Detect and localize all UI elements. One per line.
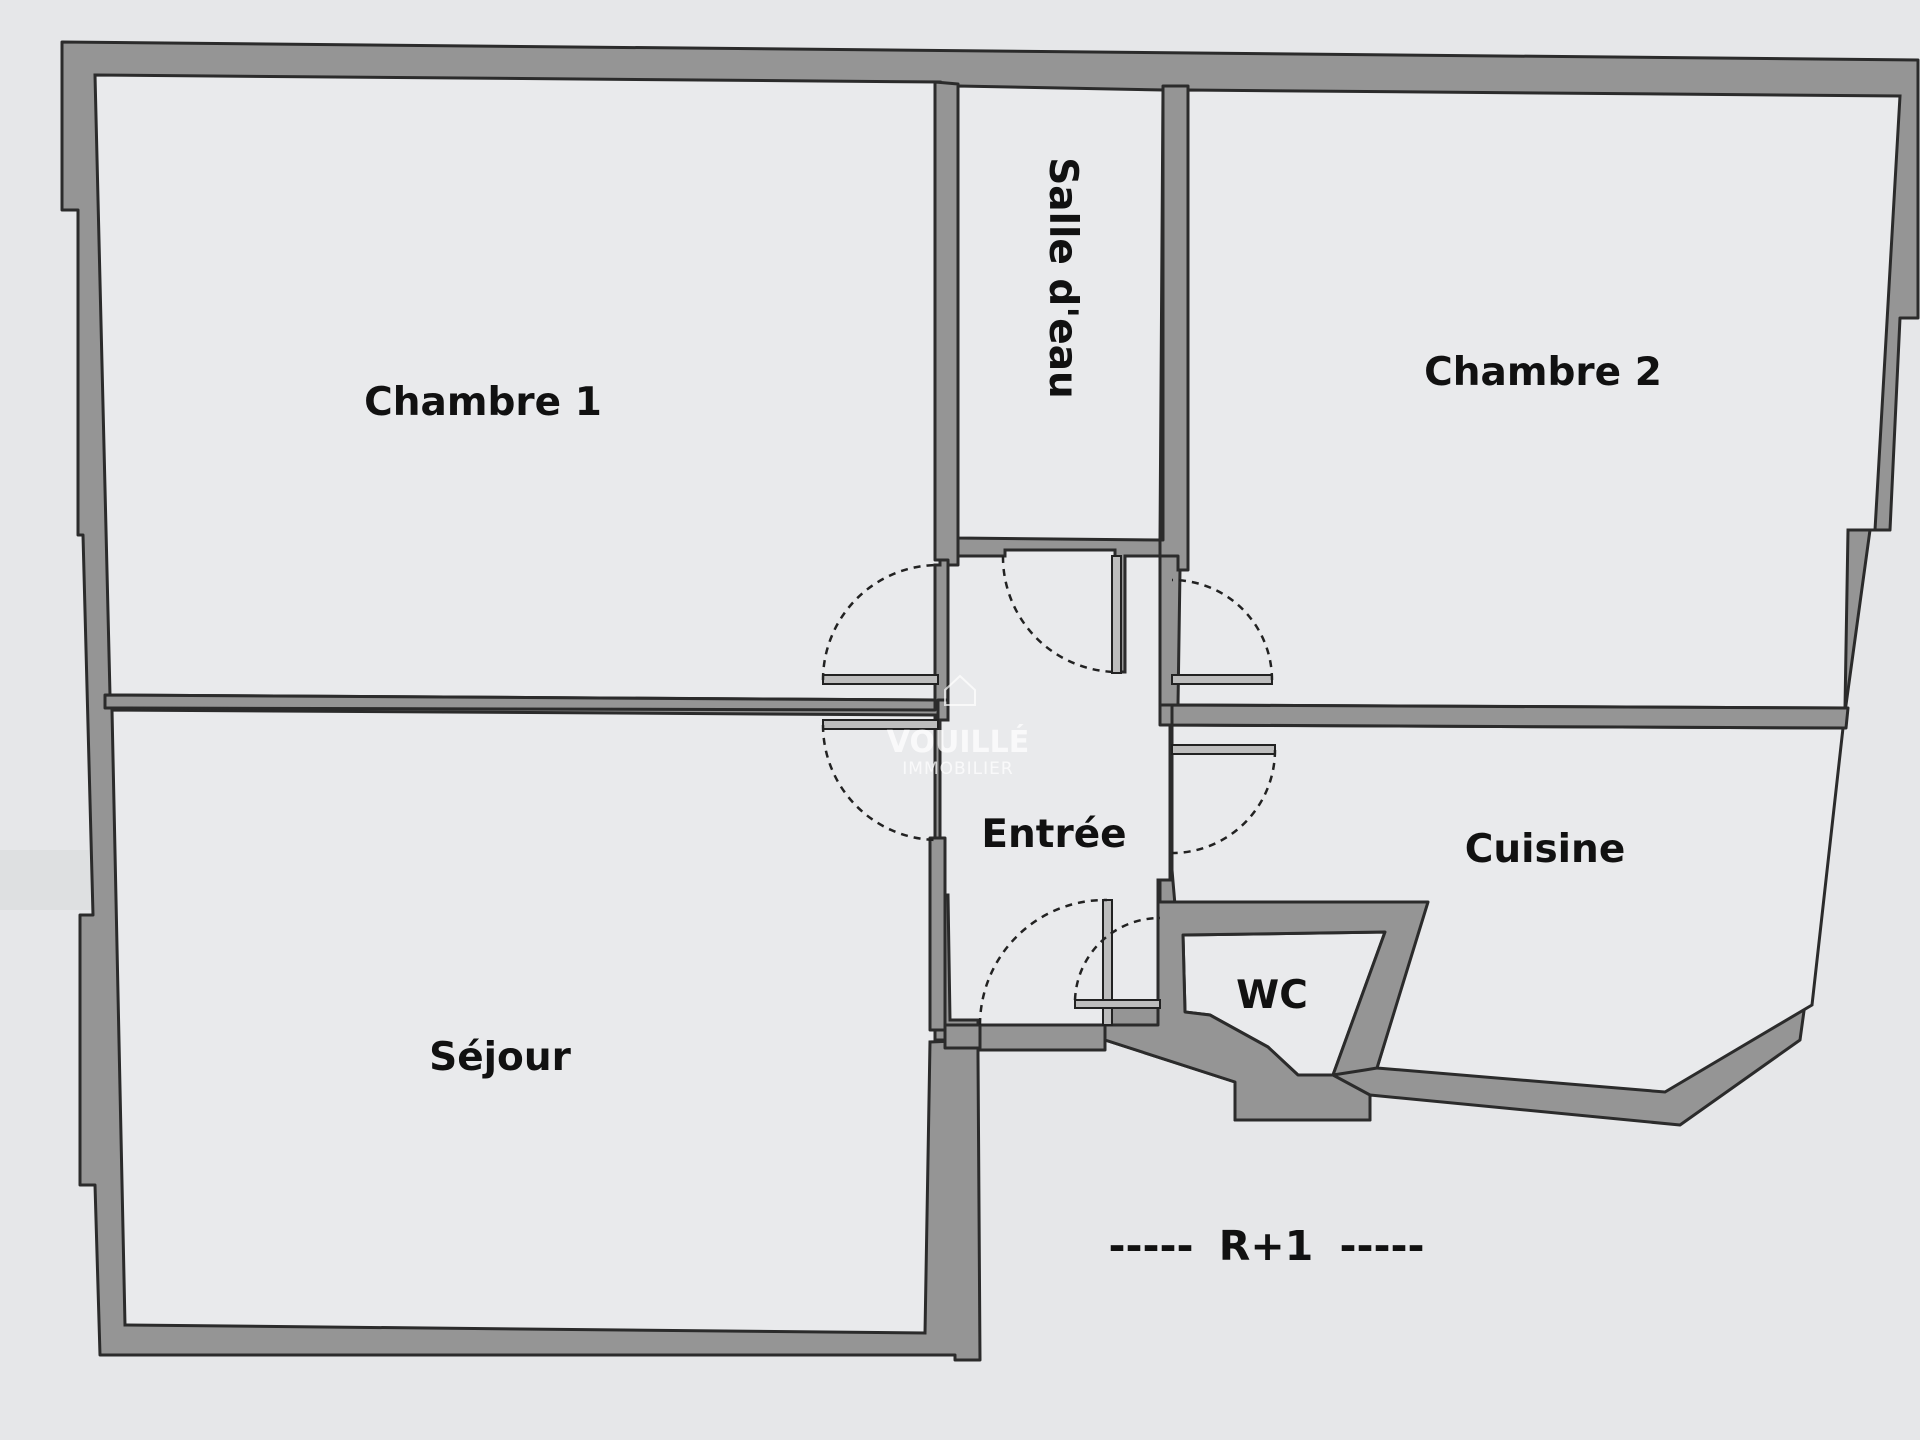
level-label: R+1 xyxy=(1219,1222,1313,1270)
door-leaf-entree xyxy=(1102,899,1113,1026)
level-indicator: ----- R+1 ----- xyxy=(1108,1222,1424,1270)
door-leaf-chambre2 xyxy=(1171,674,1273,685)
label-entree: Entrée xyxy=(981,812,1126,857)
door-swings xyxy=(821,555,1277,1026)
partitions xyxy=(103,80,1850,1122)
door-leaf-cuisine xyxy=(1171,744,1276,755)
watermark: VOUILLÉ IMMOBILIER xyxy=(887,674,1029,779)
label-chambre1: Chambre 1 xyxy=(364,380,602,425)
door-leaves xyxy=(822,555,1276,1026)
door-leaf-chambre1 xyxy=(822,674,939,685)
watermark-line1: VOUILLÉ xyxy=(887,724,1029,760)
house-icon xyxy=(944,674,976,706)
label-salle-deau: Salle d'eau xyxy=(1040,157,1085,399)
room-labels: Chambre 1 Séjour Salle d'eau Chambre 2 E… xyxy=(364,157,1662,1080)
room-entree xyxy=(938,548,1172,1027)
door-leaf-salle-deau xyxy=(1111,555,1122,674)
level-dashes-left: ----- xyxy=(1108,1222,1193,1270)
rooms xyxy=(93,73,1902,1335)
wall-wc xyxy=(1103,878,1430,1122)
label-sejour: Séjour xyxy=(429,1035,571,1080)
room-chambre2 xyxy=(1176,88,1902,710)
label-wc: WC xyxy=(1236,973,1308,1018)
wall-chambre1-sejour xyxy=(103,693,937,712)
level-dashes-right: ----- xyxy=(1339,1222,1424,1270)
watermark-line2: IMMOBILIER xyxy=(902,759,1013,779)
door-leaf-sejour xyxy=(822,719,939,730)
room-sejour xyxy=(110,708,982,1335)
door-leaf-wc xyxy=(1074,999,1161,1009)
label-chambre2: Chambre 2 xyxy=(1424,350,1662,395)
label-cuisine: Cuisine xyxy=(1465,827,1626,872)
